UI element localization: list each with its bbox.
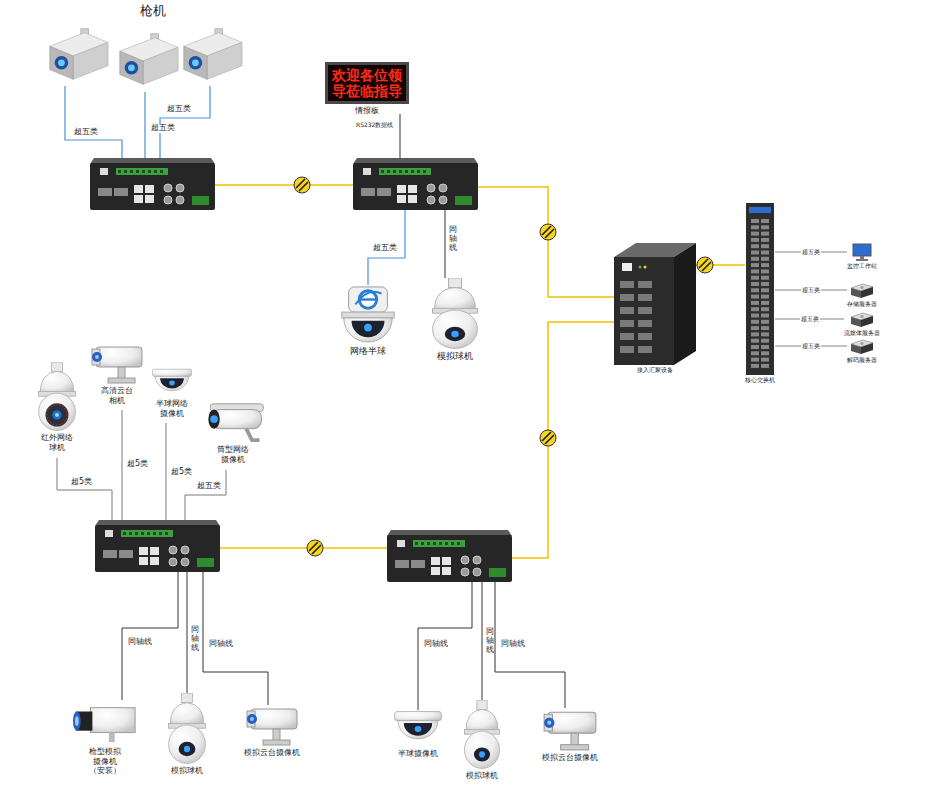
device-label: 模拟云台摄像机 bbox=[243, 748, 301, 758]
hd-ptz-camera: 高清云台相机 bbox=[88, 343, 146, 405]
bullet-network-camera: 筒型网络摄像机 bbox=[197, 400, 269, 464]
device-label: 网络半球 bbox=[336, 346, 400, 357]
device-label: 存储服务器 bbox=[847, 300, 877, 307]
cable-label: 同轴线 bbox=[191, 626, 199, 652]
server: 存储服务器 bbox=[847, 281, 877, 307]
cable-label: 同轴线 bbox=[423, 640, 449, 649]
cable-label: 超五类 bbox=[372, 244, 398, 253]
device-icon bbox=[197, 400, 269, 444]
device-label: 半球网络摄像机 bbox=[155, 399, 189, 418]
device-label: 流媒体服务器 bbox=[844, 329, 880, 336]
device-label: 核心交换机 bbox=[745, 376, 775, 383]
cable-label: 超5类 bbox=[126, 460, 149, 469]
device-label: 模拟云台摄像机 bbox=[540, 753, 600, 763]
cable-label: 超五类 bbox=[801, 343, 821, 350]
device-label: 解码服务器 bbox=[847, 356, 877, 363]
cable-label: RS232数据线 bbox=[355, 122, 394, 129]
cable-label: 超五类 bbox=[166, 105, 192, 114]
device-label: 枪型模拟摄像机（安装） bbox=[88, 747, 122, 776]
device-label: 红外网络球机 bbox=[40, 433, 74, 452]
ir-network-dome: 红外网络球机 bbox=[34, 362, 80, 452]
led-message: 欢迎各位领导莅临指导 bbox=[325, 62, 410, 104]
cable-label: 超五类 bbox=[801, 287, 821, 294]
device-label: 半球摄像机 bbox=[393, 749, 443, 759]
info-board: 欢迎各位领导莅临指导情报板 bbox=[325, 62, 410, 116]
group-title: 枪机 bbox=[139, 4, 167, 18]
cable-label: 超五类 bbox=[150, 124, 176, 133]
device-label: 模拟球机 bbox=[164, 766, 210, 776]
device-label: 接入汇聚设备 bbox=[614, 366, 696, 373]
device-icon bbox=[849, 281, 875, 299]
dome-camera: 半球摄像机 bbox=[393, 710, 443, 759]
analog-speed-dome: 模拟球机 bbox=[460, 700, 504, 781]
cable-label: 同轴线 bbox=[486, 628, 494, 654]
device-label: 模拟球机 bbox=[427, 351, 483, 362]
cable-label: 同轴线 bbox=[500, 640, 526, 649]
device-icon bbox=[849, 243, 875, 261]
device-icon bbox=[164, 693, 210, 765]
device-icon bbox=[243, 705, 301, 747]
network-dome-camera: 网络半球 bbox=[336, 285, 400, 357]
device-icon bbox=[849, 337, 875, 355]
board-caption: 情报板 bbox=[325, 106, 410, 116]
device-icon bbox=[393, 710, 443, 748]
analog-speed-dome: 模拟球机 bbox=[427, 278, 483, 362]
device-icon bbox=[34, 362, 80, 432]
analog-box-camera: 枪型模拟摄像机（安装） bbox=[71, 700, 139, 776]
analog-speed-dome: 模拟球机 bbox=[164, 693, 210, 776]
cable-label: 超五类 bbox=[73, 128, 99, 137]
device-label: 模拟球机 bbox=[460, 771, 504, 781]
device-icon bbox=[614, 243, 696, 365]
cable-label: 超5类 bbox=[70, 478, 93, 487]
cable-label: 同轴线 bbox=[127, 638, 153, 647]
workstation: 监控工作站 bbox=[847, 243, 877, 269]
network-dome-camera: 半球网络摄像机 bbox=[151, 368, 193, 418]
aggregation-device: 接入汇聚设备 bbox=[614, 243, 696, 373]
device-icon bbox=[71, 700, 139, 746]
device-icon bbox=[336, 285, 400, 345]
cable-label: 超五类 bbox=[196, 482, 222, 491]
cable-label: 超5类 bbox=[170, 468, 193, 477]
cable-label: 同轴线 bbox=[208, 640, 234, 649]
device-icon bbox=[746, 203, 774, 375]
device-icon bbox=[540, 708, 600, 752]
cable-label: 同轴线 bbox=[449, 226, 457, 252]
device-label: 筒型网络摄像机 bbox=[216, 445, 250, 464]
core-switch: 核心交换机 bbox=[745, 203, 775, 383]
analog-ptz-camera: 模拟云台摄像机 bbox=[243, 705, 301, 758]
device-label: 高清云台相机 bbox=[100, 386, 134, 405]
device-icon bbox=[427, 278, 483, 350]
analog-ptz-camera: 模拟云台摄像机 bbox=[540, 708, 600, 763]
device-label: 监控工作站 bbox=[847, 262, 877, 269]
device-icon bbox=[460, 700, 504, 770]
device-icon bbox=[849, 310, 875, 328]
device-icon bbox=[88, 343, 146, 385]
device-icon bbox=[151, 368, 193, 398]
server: 解码服务器 bbox=[847, 337, 877, 363]
cable-label: 超五类 bbox=[801, 249, 821, 256]
cable-label: 超五类 bbox=[800, 316, 820, 323]
server: 流媒体服务器 bbox=[844, 310, 880, 336]
